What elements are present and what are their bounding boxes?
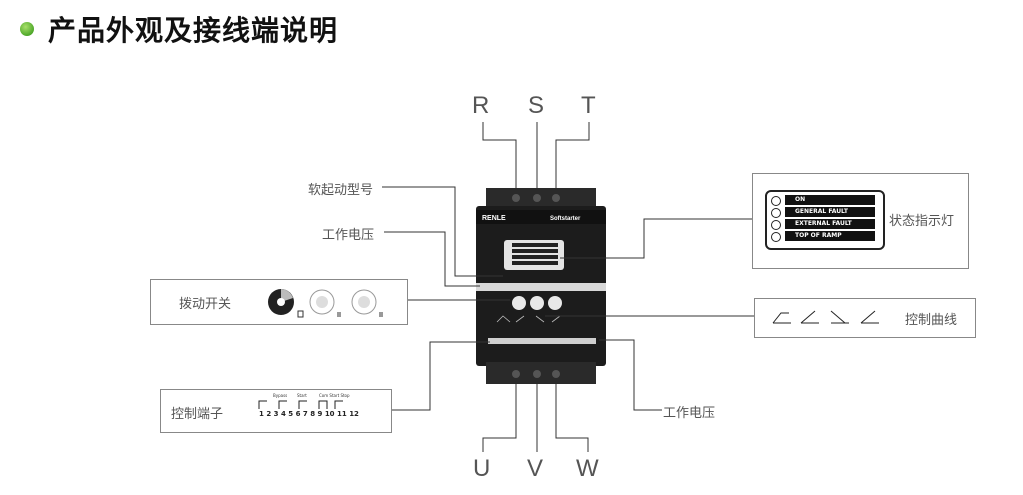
output-leads xyxy=(482,375,589,452)
led-on-label: ON xyxy=(785,195,875,205)
device-voltage-band xyxy=(476,283,606,291)
callout-lines xyxy=(382,186,754,411)
led-general-fault-icon xyxy=(771,208,781,218)
status-led-box: ON GENERAL FAULT EXTERNAL FAULT TOP OF R… xyxy=(752,173,969,269)
terminal-num-3: 3 xyxy=(273,410,279,418)
callout-voltage-top-label: 工作电压 xyxy=(322,228,375,243)
page-title: 产品外观及接线端说明 xyxy=(48,14,339,47)
device-curve-icons xyxy=(496,315,561,323)
led-external-fault-label: EXTERNAL FAULT xyxy=(785,219,875,229)
led-top-of-ramp-label: TOP OF RAMP xyxy=(785,231,875,241)
dip-switch-label: 拨动开关 xyxy=(179,297,232,312)
led-general-fault-label: GENERAL FAULT xyxy=(785,207,875,217)
phase-v-label: V xyxy=(527,455,544,482)
curve-icon-2 xyxy=(800,310,816,324)
terminal-num-8: 8 xyxy=(310,410,316,418)
terminal-s xyxy=(533,194,541,202)
terminal-num-1: 1 xyxy=(259,410,264,418)
terminal-brackets xyxy=(258,400,343,409)
device-model: Softstarter xyxy=(550,216,581,222)
device-dial-2 xyxy=(530,296,544,310)
dip-switch-dials xyxy=(268,289,383,318)
callout-voltage-bottom-label: 工作电压 xyxy=(663,406,716,421)
status-led-callout-label: 状态指示灯 xyxy=(889,214,955,229)
control-curve-callout-label: 控制曲线 xyxy=(905,313,958,328)
terminal-num-12: 12 xyxy=(349,410,359,418)
terminal-r xyxy=(512,194,520,202)
device-bottom-block xyxy=(486,362,596,384)
softstarter-device: RENLE Softstarter xyxy=(476,188,606,384)
status-led-panel: ON GENERAL FAULT EXTERNAL FAULT TOP OF R… xyxy=(765,190,885,250)
control-terminal-label: 控制端子 xyxy=(171,407,224,422)
phase-t-label: T xyxy=(581,92,596,119)
terminal-t xyxy=(552,194,560,202)
device-dial-3 xyxy=(548,296,562,310)
led-external-fault-icon xyxy=(771,220,781,230)
phase-s-label: S xyxy=(528,92,545,119)
input-leads xyxy=(482,122,590,196)
control-curve-box: 控制曲线 xyxy=(754,298,976,338)
terminal-num-6: 6 xyxy=(295,410,301,418)
terminal-header-bypass: Bypass xyxy=(273,393,288,398)
curve-icon-3 xyxy=(830,310,846,324)
curve-icon-4 xyxy=(860,310,876,324)
phase-w-label: W xyxy=(576,455,599,482)
dip-switch-box: 拨动开关 xyxy=(150,279,408,325)
led-top-of-ramp-icon xyxy=(771,232,781,242)
terminal-num-2: 2 xyxy=(266,410,272,418)
terminal-v xyxy=(533,370,541,378)
terminal-num-9: 9 xyxy=(317,410,323,418)
led-on-icon xyxy=(771,196,781,206)
curve-icon-1 xyxy=(772,312,789,324)
device-header-strip xyxy=(476,210,606,224)
phase-u-label: U xyxy=(473,455,491,482)
terminal-u xyxy=(512,370,520,378)
terminal-num-10: 10 xyxy=(324,410,335,418)
terminal-num-4: 4 xyxy=(280,410,286,418)
terminal-num-7: 7 xyxy=(302,410,308,418)
device-dial-1 xyxy=(512,296,526,310)
control-curve-icons xyxy=(772,310,879,324)
terminal-header-start: Start xyxy=(297,393,307,398)
terminal-num-5: 5 xyxy=(288,410,294,418)
terminal-header-comstart: Com Start Stop xyxy=(319,393,350,398)
device-brand: RENLE xyxy=(482,215,506,222)
device-terminal-row xyxy=(488,338,596,344)
terminal-num-11: 11 xyxy=(337,410,347,418)
control-terminal-box: 控制端子 Bypass Start Com Start Stop 1 2 3 4… xyxy=(160,389,392,433)
phase-r-label: R xyxy=(472,92,490,119)
terminal-w xyxy=(552,370,560,378)
callout-model-label: 软起动型号 xyxy=(308,183,374,198)
title-bullet-icon xyxy=(20,22,34,36)
